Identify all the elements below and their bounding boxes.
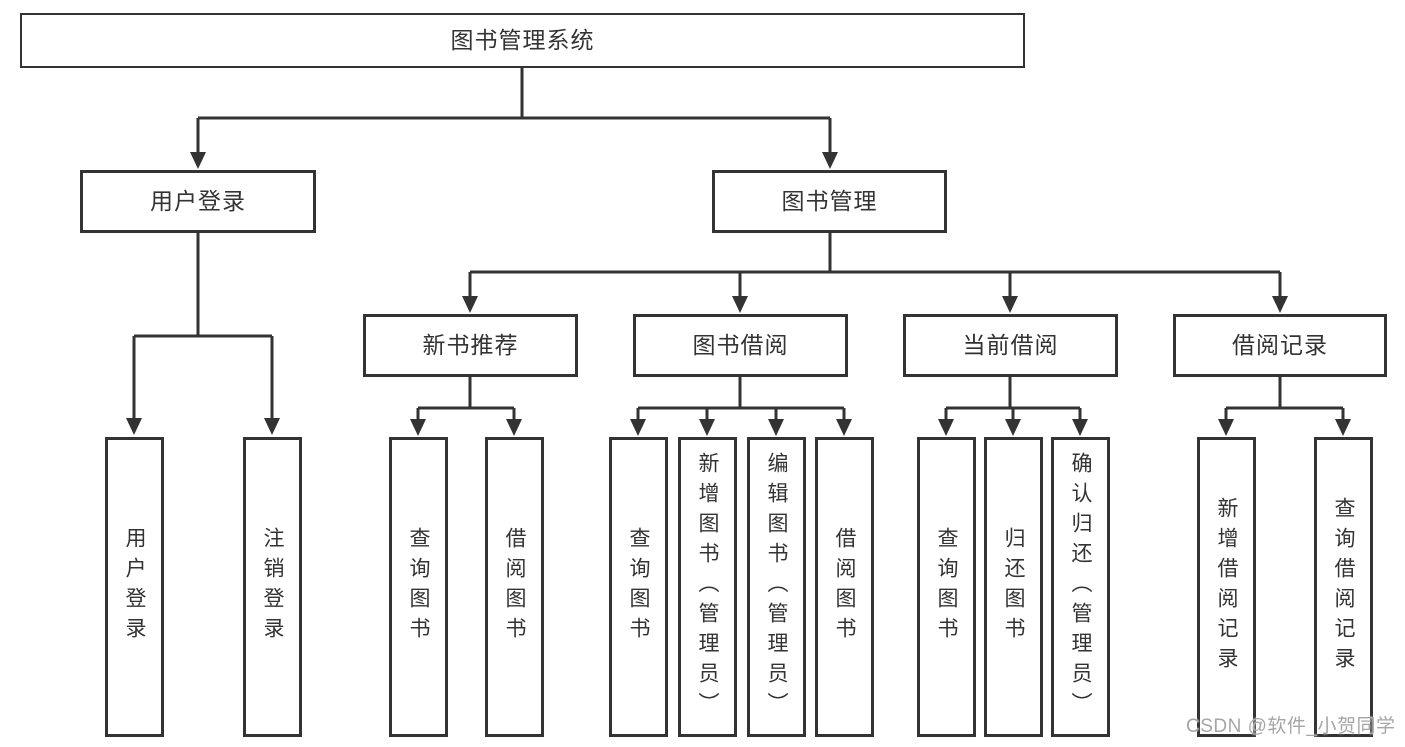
- node-label: 用户登录: [150, 188, 246, 214]
- leaf-query-books-current: 查询图书: [917, 437, 976, 737]
- connector-current-borrow-to-leaves: [944, 377, 1082, 423]
- node-label: 借阅图书: [503, 527, 526, 647]
- arrowhead-icon: [1335, 419, 1351, 436]
- arrowhead-icon: [1002, 296, 1018, 313]
- arrowhead-icon: [732, 296, 748, 313]
- leaf-query-books-recommend: 查询图书: [389, 437, 448, 737]
- arrowhead-icon: [506, 419, 522, 436]
- arrowhead-icon: [1072, 419, 1088, 436]
- arrowhead-icon: [1272, 296, 1288, 313]
- connector-borrow-records-to-leaves: [1224, 377, 1345, 423]
- leaf-user-login: 用户登录: [105, 437, 164, 737]
- node-label: 新增图书（管理员）: [696, 452, 719, 722]
- node-new-book-recommendation: 新书推荐: [363, 314, 578, 377]
- arrowhead-icon: [410, 419, 426, 436]
- leaf-query-borrow-record: 查询借阅记录: [1314, 437, 1373, 737]
- csdn-watermark: CSDN @软件_小贺同学: [1186, 716, 1396, 737]
- node-label: 借阅记录: [1232, 332, 1328, 358]
- node-label: 图书管理: [781, 188, 878, 214]
- arrowhead-icon: [630, 419, 646, 436]
- node-label: 查询借阅记录: [1332, 497, 1355, 677]
- node-label: 用户登录: [123, 527, 146, 647]
- leaf-borrow-books-borrowing: 借阅图书: [815, 437, 874, 737]
- arrowhead-icon: [126, 418, 142, 435]
- node-book-borrowing: 图书借阅: [633, 314, 848, 377]
- leaf-return-book: 归还图书: [984, 437, 1043, 737]
- arrowheads: [126, 152, 1351, 436]
- node-label: 归还图书: [1002, 527, 1025, 647]
- arrowhead-icon: [1218, 419, 1234, 436]
- node-borrowing-records: 借阅记录: [1173, 314, 1387, 377]
- connector-book-borrow-to-leaves: [636, 377, 846, 423]
- node-label: 注销登录: [261, 527, 284, 647]
- leaf-edit-book-admin: 编辑图书（管理员）: [747, 437, 806, 737]
- arrowhead-icon: [938, 419, 954, 436]
- connector-new-book-to-leaves: [416, 377, 516, 423]
- node-label: 当前借阅: [962, 332, 1059, 358]
- arrowhead-icon: [1005, 419, 1021, 436]
- leaf-query-books-borrowing: 查询图书: [609, 437, 668, 737]
- arrowhead-icon: [264, 418, 280, 435]
- node-label: 新书推荐: [422, 332, 519, 358]
- node-label: 图书借阅: [692, 332, 789, 358]
- arrowhead-icon: [190, 152, 206, 169]
- node-current-borrowing: 当前借阅: [903, 314, 1118, 377]
- arrowhead-icon: [836, 419, 852, 436]
- connector-paths: [132, 68, 1345, 423]
- node-label: 新增借阅记录: [1215, 497, 1238, 677]
- node-label: 图书管理系统: [450, 27, 595, 53]
- node-book-management: 图书管理: [712, 170, 947, 233]
- node-label: 确认归还（管理员）: [1069, 452, 1092, 722]
- connector-root-to-level1: [196, 68, 832, 156]
- node-user-login: 用户登录: [80, 170, 316, 233]
- leaf-add-book-admin: 新增图书（管理员）: [678, 437, 737, 737]
- node-label: 查询图书: [935, 527, 958, 647]
- node-label: 借阅图书: [833, 527, 856, 647]
- connector-book-management-to-level2: [468, 233, 1282, 300]
- node-label: 查询图书: [627, 527, 650, 647]
- arrowhead-icon: [822, 152, 838, 169]
- node-label: 查询图书: [407, 527, 430, 647]
- node-library-management-system: 图书管理系统: [20, 13, 1025, 68]
- leaf-logout: 注销登录: [243, 437, 302, 737]
- leaf-borrow-books-recommend: 借阅图书: [485, 437, 544, 737]
- leaf-confirm-return-admin: 确认归还（管理员）: [1051, 437, 1110, 737]
- arrowhead-icon: [768, 419, 784, 436]
- arrowhead-icon: [462, 296, 478, 313]
- connector-user-login-to-leaves: [132, 233, 274, 422]
- node-label: 编辑图书（管理员）: [765, 452, 788, 722]
- arrowhead-icon: [699, 419, 715, 436]
- leaf-add-borrow-record: 新增借阅记录: [1197, 437, 1256, 737]
